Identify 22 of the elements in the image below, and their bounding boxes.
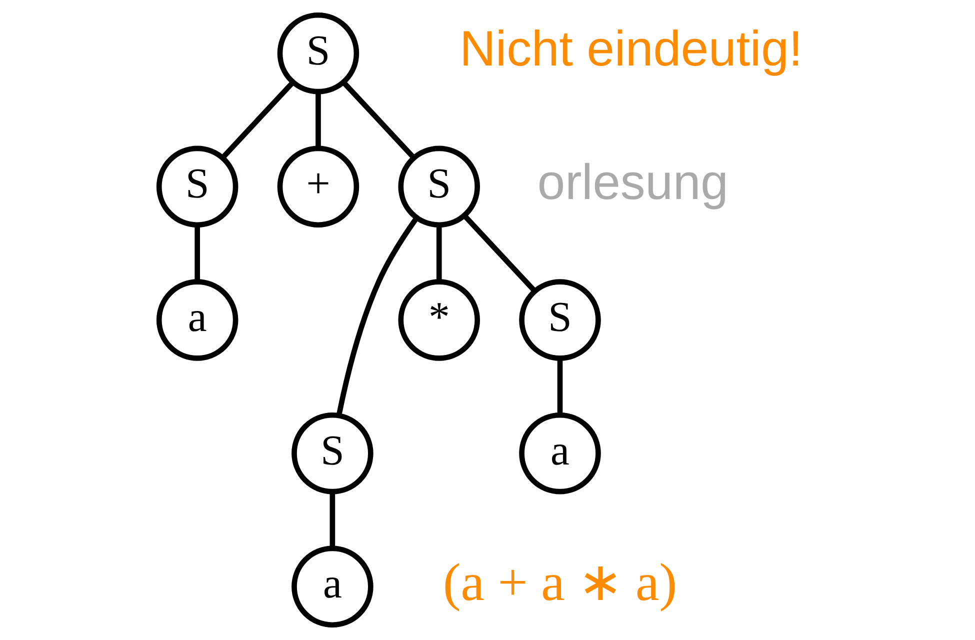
connector [556,358,562,416]
connector [194,225,200,282]
node-circle: S [156,146,238,228]
connector [436,225,442,282]
node-circle: S [291,412,373,494]
label: Nicht eindeutig! [459,20,802,77]
connector [341,80,415,160]
node-circle: S [518,279,600,361]
node-circle: a [156,279,238,361]
connector [336,216,418,416]
connector [220,80,294,160]
node-circle: a [291,546,373,628]
connector [315,92,320,148]
node-circle: S [398,146,480,228]
label: (a + a ∗ a) [442,552,676,612]
node-circle: a [518,412,600,494]
node-circle: + [276,146,359,228]
label: orlesung [536,154,728,210]
node-circle: S [276,12,359,94]
node-circle: * [398,279,480,361]
connector [329,492,335,548]
connector [462,214,536,293]
